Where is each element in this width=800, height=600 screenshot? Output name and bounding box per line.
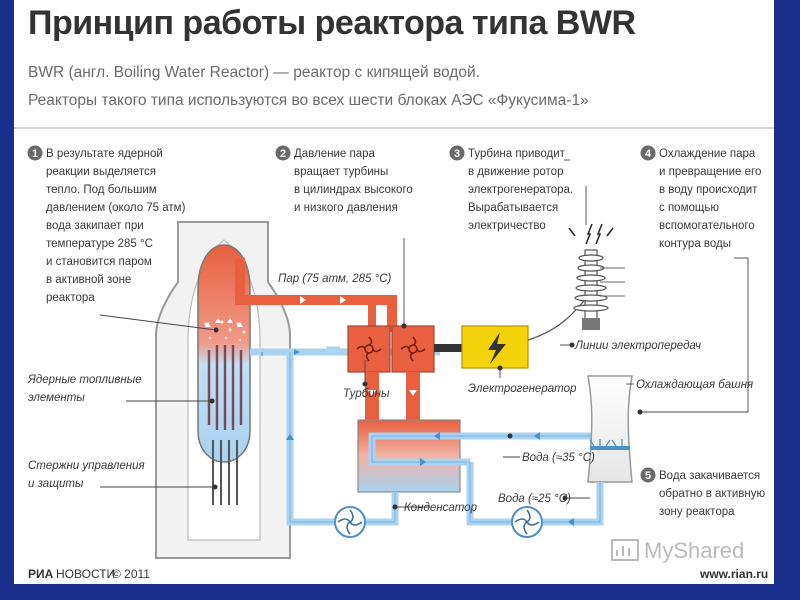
svg-text:зону реактора: зону реактора bbox=[659, 506, 735, 518]
svg-text:обратно в активную: обратно в активную bbox=[659, 488, 765, 500]
label-rods-2: и защиты bbox=[28, 478, 84, 490]
label-power-lines: Линии электропередач bbox=[574, 340, 701, 352]
svg-text:1: 1 bbox=[32, 148, 38, 160]
label-cooling-tower: Охлаждающая башня bbox=[636, 379, 753, 391]
watermark: MyShared bbox=[611, 538, 744, 563]
svg-text:в движение ротор: в движение ротор bbox=[468, 166, 563, 178]
svg-text:Турбина приводит: Турбина приводит bbox=[468, 148, 566, 160]
svg-text:электрогенератора.: электрогенератора. bbox=[468, 184, 573, 196]
svg-text:НОВОСТИ: НОВОСТИ bbox=[56, 567, 115, 581]
svg-text:и низкого давления: и низкого давления bbox=[294, 202, 398, 214]
svg-text:давлением (около 75 атм): давлением (около 75 атм) bbox=[46, 202, 186, 214]
main-pump-icon bbox=[334, 506, 366, 538]
step-text-4: Охлаждение пара и превращение его в воду… bbox=[659, 148, 761, 250]
svg-text:вспомогательного: вспомогательного bbox=[659, 220, 755, 232]
steam-arrows-in-core bbox=[205, 318, 243, 327]
fuel-elements bbox=[207, 345, 243, 430]
svg-text:в активной зоне: в активной зоне bbox=[46, 274, 131, 286]
svg-text:В результате ядерной: В результате ядерной bbox=[46, 148, 163, 160]
turbine-low-pressure bbox=[391, 325, 435, 373]
label-fuel-2: элементы bbox=[28, 392, 85, 404]
svg-text:и превращение его: и превращение его bbox=[659, 166, 761, 178]
step-badge-1: 1 bbox=[27, 145, 43, 161]
step-badge-4: 4 bbox=[640, 145, 656, 161]
label-rods-1: Стержни управления bbox=[28, 460, 145, 472]
cooling-tower bbox=[587, 375, 633, 483]
spray-icon bbox=[589, 439, 623, 447]
turbine-rotor-icon bbox=[356, 336, 426, 362]
power-line-wire bbox=[527, 295, 589, 341]
subtitle-line-2: Реакторы такого типа используются во все… bbox=[28, 92, 589, 109]
svg-text:температуре 285 °С: температуре 285 °С bbox=[46, 238, 153, 250]
label-water-25: Вода (≈25 °С) bbox=[498, 493, 571, 505]
step-text-3: Турбина приводит в движение ротор электр… bbox=[468, 148, 573, 232]
svg-text:в цилиндрах высокого: в цилиндрах высокого bbox=[294, 184, 413, 196]
step-badge-2: 2 bbox=[275, 145, 291, 161]
site-url: www.rian.ru bbox=[699, 567, 768, 581]
label-condenser: Конденсатор bbox=[404, 502, 478, 514]
steam-flow-arrows bbox=[300, 296, 346, 304]
step-badge-3: 3 bbox=[449, 145, 465, 161]
generator-shaft bbox=[434, 344, 462, 352]
label-generator: Электрогенератор bbox=[468, 383, 577, 395]
turbine-high-pressure bbox=[347, 325, 391, 373]
page-title: Принцип работы реактора типа BWR bbox=[28, 4, 636, 42]
exhaust-arrows bbox=[368, 390, 417, 396]
svg-text:вращает турбины: вращает турбины bbox=[294, 166, 388, 178]
cooling-arrows bbox=[420, 432, 540, 466]
return-arrows bbox=[286, 349, 300, 440]
svg-text:Охлаждение пара: Охлаждение пара bbox=[659, 148, 756, 160]
control-rods bbox=[212, 440, 238, 505]
svg-text:и становится паром: и становится паром bbox=[46, 256, 152, 268]
header-divider bbox=[14, 127, 774, 129]
step-text-2: Давление пара вращает турбины в цилиндра… bbox=[294, 148, 413, 214]
label-turbines: Турбины bbox=[343, 388, 390, 400]
step-badge-5: 5 bbox=[640, 467, 656, 483]
svg-text:реактора: реактора bbox=[46, 292, 95, 304]
subtitle-line-1: BWR (англ. Boiling Water Reactor) — реак… bbox=[28, 64, 480, 81]
label-fuel-1: Ядерные топливные bbox=[27, 374, 142, 386]
label-steam: Пар (75 атм, 285 °С) bbox=[278, 273, 392, 285]
svg-text:Вода закачивается: Вода закачивается bbox=[659, 470, 760, 482]
svg-text:РИА: РИА bbox=[28, 567, 54, 581]
copyright-text: © 2011 bbox=[112, 567, 150, 581]
step-text-1: В результате ядерной реакции выделяется … bbox=[46, 148, 186, 304]
svg-text:MyShared: MyShared bbox=[644, 538, 744, 563]
cooling-return-arrows bbox=[568, 518, 574, 526]
step-text-5: Вода закачивается обратно в активную зон… bbox=[659, 470, 765, 518]
svg-text:4: 4 bbox=[645, 148, 652, 160]
svg-text:Давление пара: Давление пара bbox=[294, 148, 376, 160]
leader-lines bbox=[99, 159, 749, 508]
svg-text:3: 3 bbox=[454, 148, 460, 160]
leader-dots bbox=[209, 323, 643, 510]
svg-text:5: 5 bbox=[645, 470, 651, 482]
label-water-35: Вода (≈35 °С) bbox=[522, 452, 595, 464]
svg-text:контура воды: контура воды bbox=[659, 238, 731, 250]
svg-text:с помощью: с помощью bbox=[659, 202, 719, 214]
svg-text:вода закипает при: вода закипает при bbox=[46, 220, 144, 232]
svg-text:2: 2 bbox=[280, 148, 286, 160]
svg-text:тепло. Под большим: тепло. Под большим bbox=[46, 184, 157, 196]
ria-novosti-logo: РИА НОВОСТИ bbox=[28, 567, 115, 581]
svg-text:в воду происходит: в воду происходит bbox=[659, 184, 758, 196]
lightning-icon bbox=[488, 332, 506, 364]
power-line-wires bbox=[600, 267, 625, 297]
svg-text:электричество: электричество bbox=[468, 220, 546, 232]
svg-text:реакции выделяется: реакции выделяется bbox=[46, 166, 156, 178]
spray-header bbox=[590, 446, 630, 450]
power-insulator-icon bbox=[568, 223, 614, 330]
svg-text:Вырабатывается: Вырабатывается bbox=[468, 202, 558, 214]
cooling-pump-icon bbox=[511, 506, 543, 538]
steam-pipe bbox=[235, 258, 397, 332]
